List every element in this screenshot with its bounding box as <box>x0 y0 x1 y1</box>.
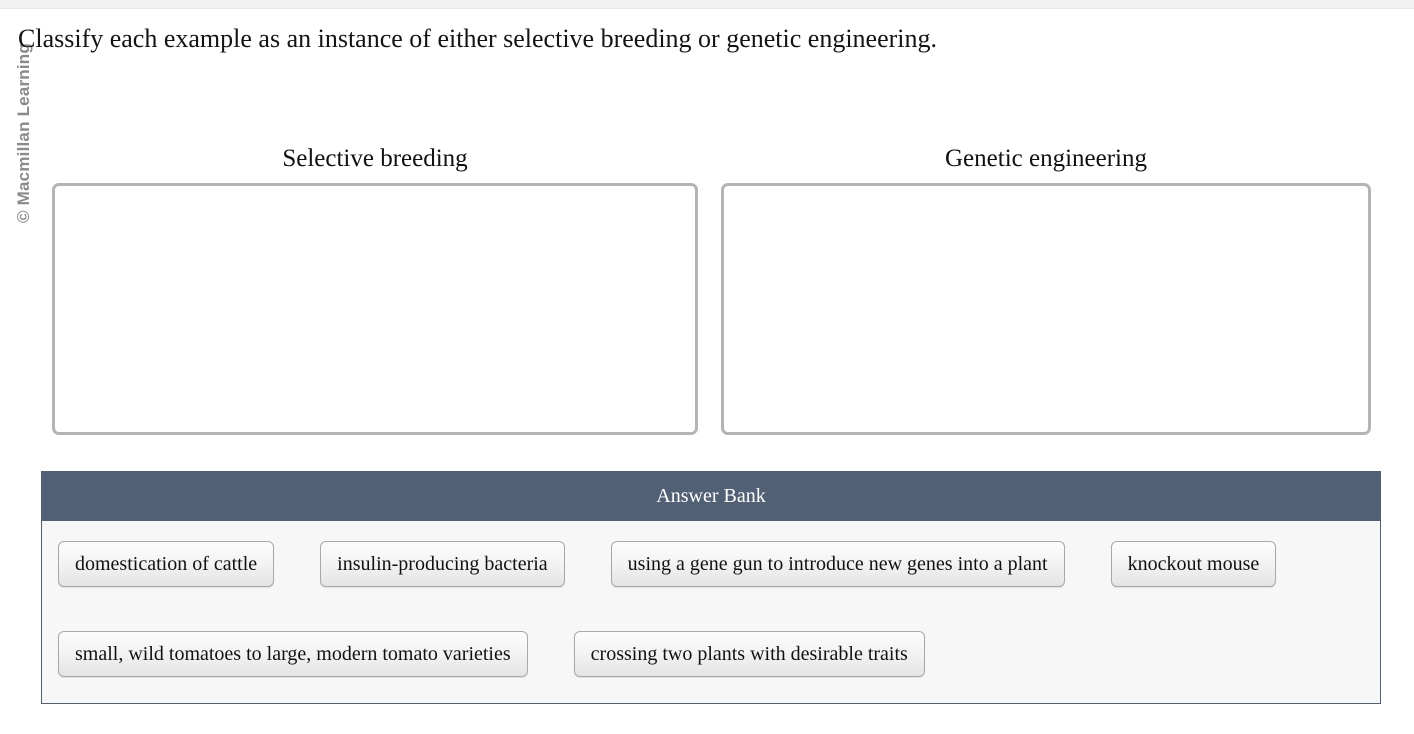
answer-chip-row: small, wild tomatoes to large, modern to… <box>58 631 1364 677</box>
answer-chip-row: domestication of cattle insulin-producin… <box>58 541 1364 587</box>
drop-zone-genetic-engineering: Genetic engineering <box>721 144 1371 435</box>
top-edge-strip <box>0 0 1414 9</box>
question-prompt: Classify each example as an instance of … <box>18 24 938 53</box>
drop-target-selective-breeding[interactable] <box>52 183 698 435</box>
answer-bank-title: Answer Bank <box>41 471 1381 521</box>
answer-chip[interactable]: using a gene gun to introduce new genes … <box>610 541 1065 587</box>
answer-bank-body: domestication of cattle insulin-producin… <box>42 521 1380 703</box>
drop-zone-selective-breeding: Selective breeding <box>52 144 698 435</box>
answer-chip[interactable]: knockout mouse <box>1110 541 1277 587</box>
answer-chip[interactable]: crossing two plants with desirable trait… <box>573 631 925 677</box>
drop-zone-label-selective-breeding: Selective breeding <box>282 145 468 172</box>
drop-target-genetic-engineering[interactable] <box>721 183 1371 435</box>
answer-chip[interactable]: small, wild tomatoes to large, modern to… <box>58 631 528 677</box>
answer-chip[interactable]: insulin-producing bacteria <box>320 541 565 587</box>
answer-chip[interactable]: domestication of cattle <box>58 541 275 587</box>
drop-zone-label-genetic-engineering: Genetic engineering <box>945 145 1147 172</box>
drop-zones-container: Selective breeding Genetic engineering <box>0 144 1414 440</box>
answer-bank-panel: Answer Bank domestication of cattle insu… <box>41 471 1381 704</box>
